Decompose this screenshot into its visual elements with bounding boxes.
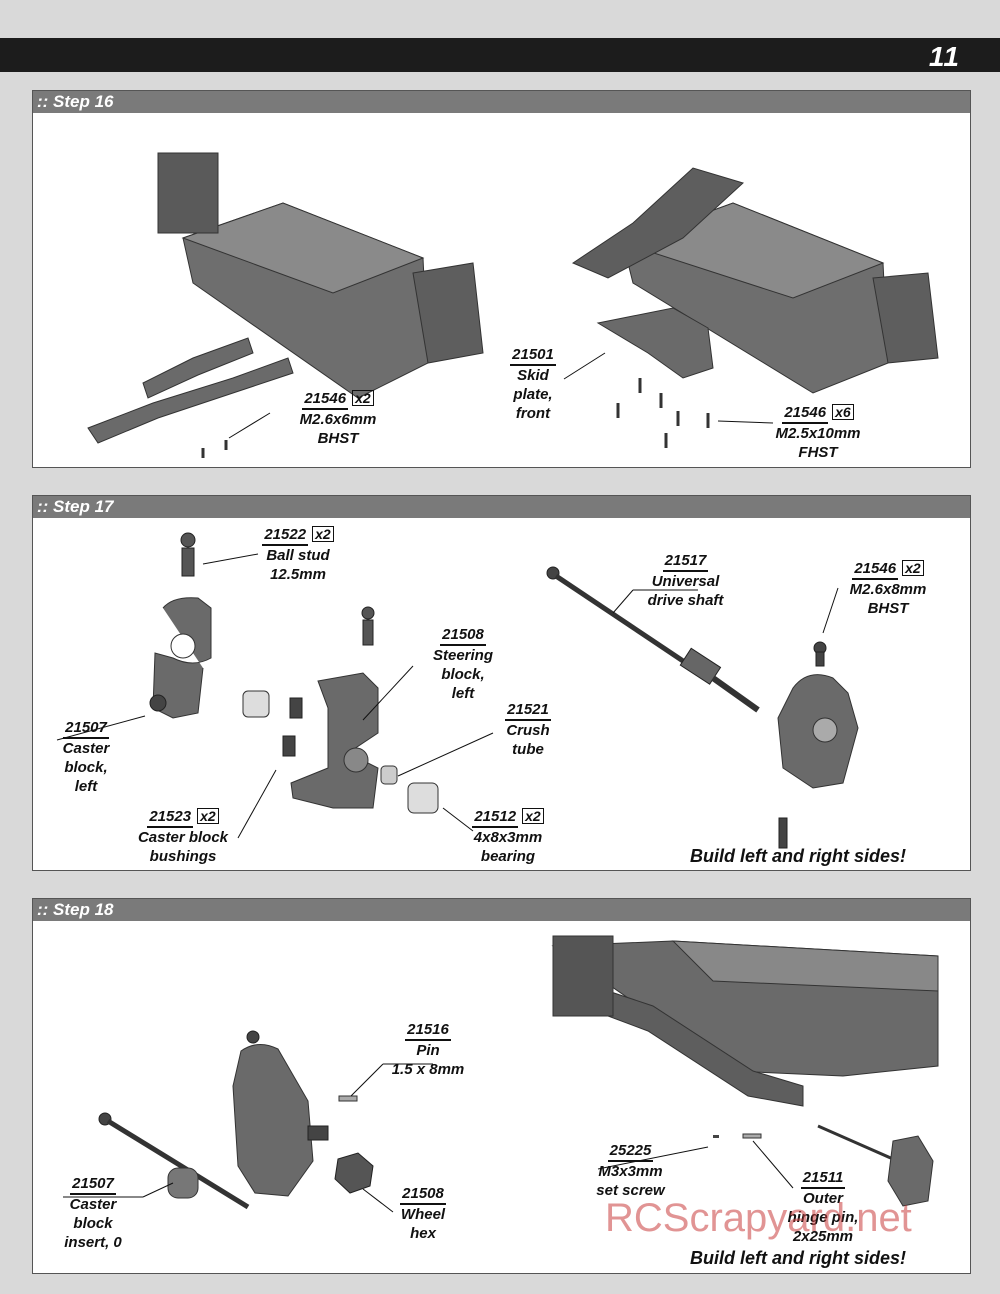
step-17-title: :: Step 17 (33, 496, 970, 518)
step-16-title: :: Step 16 (33, 91, 970, 113)
step-18-illustration (63, 935, 939, 1213)
step-18-title: :: Step 18 (33, 899, 970, 921)
step-17-note: Build left and right sides! (690, 846, 907, 866)
watermark: RCScrapyard.net (605, 1196, 912, 1240)
step-18-note: Build left and right sides! (690, 1248, 907, 1268)
page-header-bar (0, 38, 1000, 72)
step-17-illustration (56, 532, 859, 849)
step-17-panel: :: Step 17 (32, 495, 971, 871)
step-16-illustration (87, 152, 939, 458)
page-number: 11 (928, 41, 960, 72)
